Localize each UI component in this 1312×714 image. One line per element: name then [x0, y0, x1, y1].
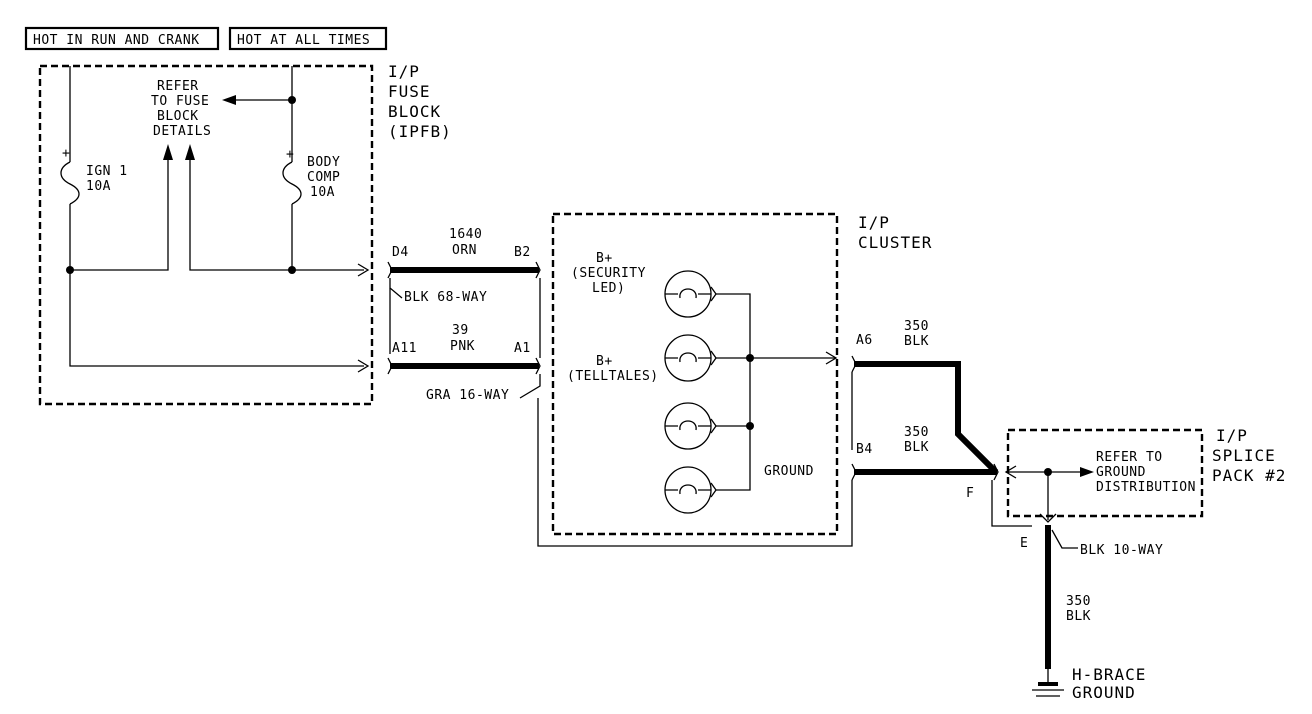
w3-color-label: BLK — [1066, 609, 1091, 624]
pin-d4-label: D4 — [392, 245, 409, 260]
fuse-refer-3: BLOCK — [157, 109, 199, 124]
gra16-leader — [519, 374, 541, 399]
arrow-right-icon — [825, 351, 838, 365]
cluster-outline — [551, 212, 839, 536]
fuse-refer-1: REFER — [157, 79, 199, 94]
blk-wire-a6 — [854, 361, 999, 475]
splice-dot — [288, 266, 296, 274]
pin-f-label: F — [966, 486, 974, 501]
fuse1-rating: 10A — [86, 179, 111, 194]
telltale-bulb-icon — [664, 466, 717, 514]
pin-b4-label: B4 — [856, 442, 873, 457]
security-label-1: B+ — [596, 251, 613, 266]
blk10-leader — [1051, 529, 1078, 549]
splice-title-1: I/P — [1216, 426, 1248, 445]
connector-e-icon — [1039, 513, 1057, 523]
fuse-block-outline — [38, 64, 374, 406]
blk10-label: BLK 10-WAY — [1080, 543, 1163, 558]
pnk-circuit-label: 39 — [452, 323, 469, 338]
ground-label-2: GROUND — [1072, 683, 1136, 702]
splice-refer-2: GROUND — [1096, 465, 1146, 480]
fuse-block-title-4: (IPFB) — [388, 122, 452, 141]
hot-run-crank-box — [24, 26, 220, 51]
splice-dot — [66, 266, 74, 274]
w1-circuit-label: 350 — [904, 319, 929, 334]
hot-run-crank-label: HOT IN RUN AND CRANK — [33, 33, 200, 48]
ground-label-1: H-BRACE — [1072, 665, 1146, 684]
w3-circuit-label: 350 — [1066, 594, 1091, 609]
splice-dot — [746, 422, 754, 430]
security-label-2: (SECURITY — [571, 266, 646, 281]
cluster-title-1: I/P — [858, 213, 890, 232]
security-label-3: LED) — [592, 281, 625, 296]
hot-all-times-box — [228, 26, 388, 51]
cluster-title-2: CLUSTER — [858, 233, 932, 252]
blk68-leader — [389, 278, 403, 299]
fuse2-name-2: COMP — [307, 170, 340, 185]
arrow-left-icon — [1004, 465, 1017, 479]
splice-title-2: SPLICE — [1212, 446, 1276, 465]
fuse-block-title-1: I/P — [388, 62, 420, 81]
fuse-block-title-2: FUSE — [388, 82, 431, 101]
splice-dot — [746, 354, 754, 362]
ign-bus-wire — [69, 204, 364, 367]
orn-color-label: ORN — [452, 243, 477, 258]
fuse-refer-2: TO FUSE — [151, 94, 209, 109]
orn-circuit-label: 1640 — [449, 227, 482, 242]
cluster-ground-bus — [716, 293, 751, 491]
pin-a6-label: A6 — [856, 333, 873, 348]
splice-refer-3: DISTRIBUTION — [1096, 480, 1196, 495]
w2-circuit-label: 350 — [904, 425, 929, 440]
cluster-connector-housing — [537, 398, 853, 547]
splice-refer-1: REFER TO — [1096, 450, 1163, 465]
telltale-bulb-icon — [664, 402, 717, 450]
fuse1-plus: + — [62, 146, 70, 161]
splice-dot — [288, 96, 296, 104]
cluster-ground-label: GROUND — [764, 464, 814, 479]
w2-color-label: BLK — [904, 440, 929, 455]
fuse2-name-1: BODY — [307, 155, 340, 170]
gra16-label: GRA 16-WAY — [426, 388, 509, 403]
fuse1-name: IGN 1 — [86, 164, 128, 179]
arrow-right-icon — [357, 263, 370, 277]
hot-all-times-label: HOT AT ALL TIMES — [237, 33, 370, 48]
arrow-right-icon — [357, 359, 370, 373]
ground-icon — [1032, 666, 1064, 697]
pnk-color-label: PNK — [450, 339, 475, 354]
w1-color-label: BLK — [904, 334, 929, 349]
security-led-bulb-icon — [664, 270, 717, 318]
blk68-label: BLK 68-WAY — [404, 290, 487, 305]
body-comp-fuse-symbol — [282, 161, 302, 205]
ign1-fuse-symbol — [60, 161, 80, 205]
arrow-right-icon — [1080, 467, 1094, 477]
connector-b2-icon — [535, 261, 541, 279]
telltale-bulb-icon — [664, 334, 717, 382]
pin-a1-label: A1 — [514, 341, 531, 356]
connector-f-icon — [993, 463, 999, 481]
pin-a11-label: A11 — [392, 341, 417, 356]
arrow-up-icon — [163, 144, 173, 160]
fuse2-plus: + — [286, 147, 294, 162]
fuse-block-title-3: BLOCK — [388, 102, 441, 121]
blk10-connector-housing — [991, 480, 1032, 527]
pin-b2-label: B2 — [514, 245, 531, 260]
splice-title-3: PACK #2 — [1212, 466, 1286, 485]
arrow-up-icon — [185, 144, 195, 160]
fuse-refer-4: DETAILS — [153, 124, 211, 139]
pin-e-label: E — [1020, 536, 1028, 551]
telltales-label-2: (TELLTALES) — [567, 369, 659, 384]
arrow-left-icon — [222, 95, 236, 105]
telltales-label-1: B+ — [596, 354, 613, 369]
ign-to-refer-wire — [70, 152, 169, 271]
fuse2-rating: 10A — [310, 185, 335, 200]
body-comp-bus-wire — [189, 152, 364, 271]
connector-a1-icon — [535, 357, 541, 375]
